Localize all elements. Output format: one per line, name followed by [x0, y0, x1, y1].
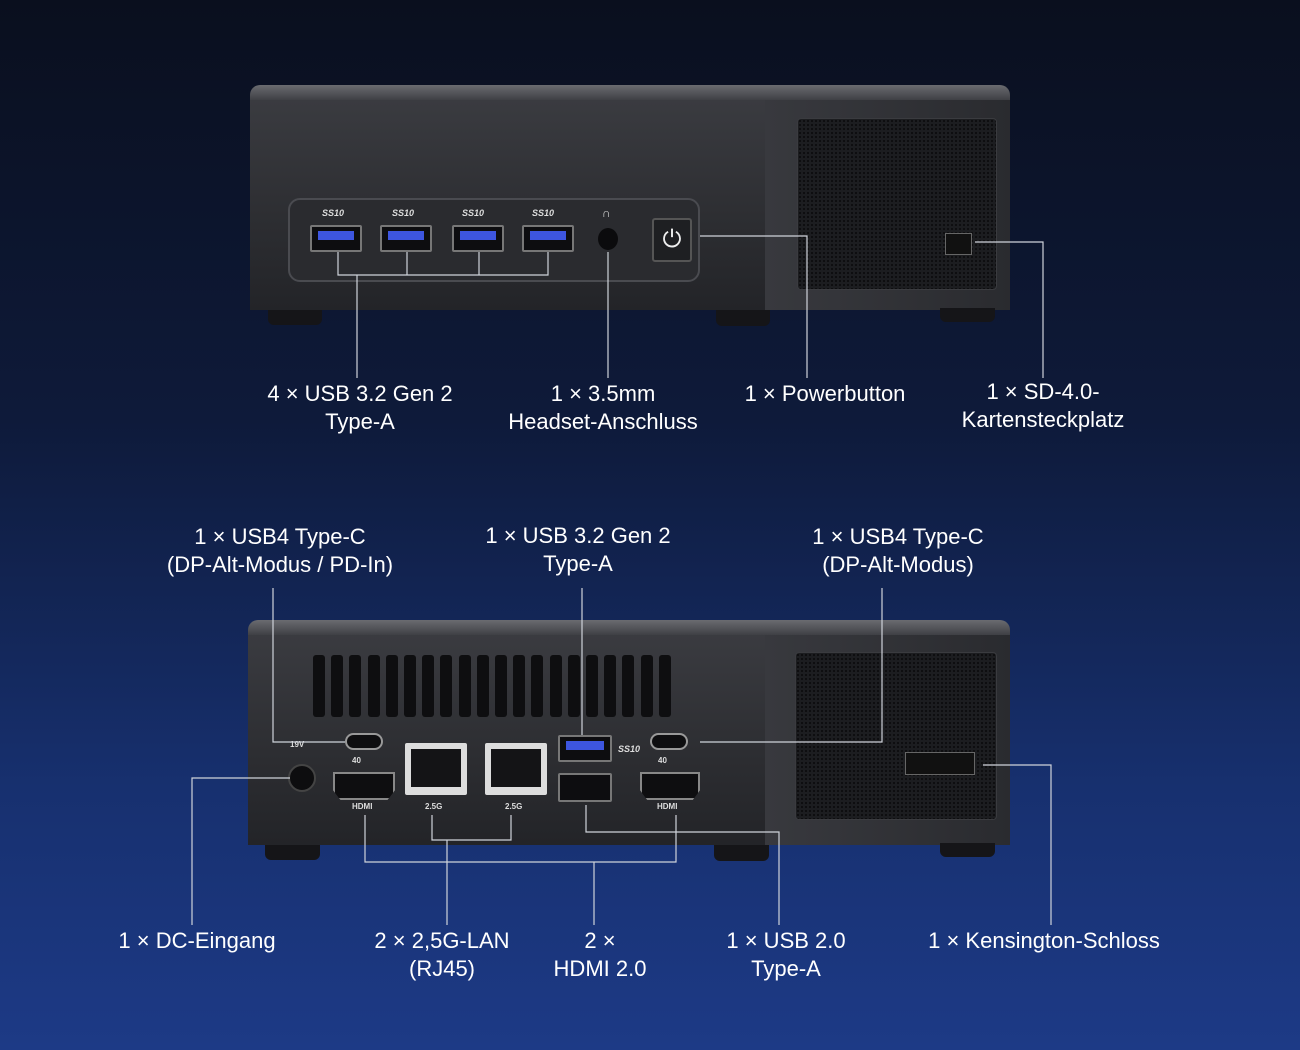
label-hdmi: 2 ×HDMI 2.0	[553, 928, 647, 981]
vent-slot	[549, 655, 562, 717]
power-icon: ⏻	[662, 226, 682, 253]
callout-lan	[431, 815, 512, 925]
foot	[716, 310, 770, 326]
hdmi-port	[640, 772, 700, 800]
vent-slot	[495, 655, 507, 717]
label-powerbutton: 1 × Powerbutton	[744, 381, 906, 406]
vent-slot	[385, 655, 398, 717]
callout-kensington	[983, 764, 1052, 925]
device-top-edge	[250, 85, 1010, 101]
foot	[265, 845, 320, 860]
sd-card-slot	[945, 233, 972, 255]
callout-dc	[191, 777, 290, 925]
ventilation-grill	[795, 652, 997, 820]
lan-speed-mark: 2.5G	[505, 802, 523, 811]
usb-a-port	[310, 225, 362, 252]
vent-slot	[531, 655, 544, 717]
foot	[940, 843, 995, 857]
label-usb4-right: 1 × USB4 Type-C(DP-Alt-Modus)	[812, 524, 984, 577]
lan-port	[485, 743, 547, 795]
vent-slot	[640, 655, 653, 717]
vent-slot	[440, 655, 453, 717]
power-button[interactable]: ⏻	[652, 218, 692, 262]
vent-slot	[349, 655, 362, 717]
vent-slot	[604, 655, 617, 717]
vent-slot	[567, 655, 580, 717]
kensington-lock-slot	[905, 752, 975, 775]
callout-usb	[337, 252, 549, 378]
vent-slot	[586, 655, 598, 717]
headset-icon: ∩	[602, 206, 611, 220]
ventilation-grill	[797, 118, 997, 290]
dc-voltage-mark: 19V	[290, 740, 305, 749]
hdmi-mark: HDMI	[657, 802, 678, 811]
usb-3-port	[558, 735, 612, 762]
usb-speed-mark: SS10	[322, 208, 345, 218]
audio-jack	[598, 228, 618, 250]
vent-slot	[404, 655, 416, 717]
label-kensington: 1 × Kensington-Schloss	[928, 928, 1160, 953]
usb-a-port	[452, 225, 504, 252]
callout-usb4-right	[700, 588, 883, 743]
vent-slot	[331, 655, 344, 717]
usb-a-port	[522, 225, 574, 252]
foot	[268, 310, 322, 325]
usb-c-port	[345, 733, 383, 750]
callout-hdmi	[364, 815, 677, 925]
vent-slot	[622, 655, 635, 717]
foot	[940, 308, 995, 322]
foot	[714, 845, 769, 861]
callout-usb4-left	[272, 588, 345, 743]
usb-a-port	[380, 225, 432, 252]
lan-port	[405, 743, 467, 795]
label-dc: 1 × DC-Eingang	[118, 928, 276, 953]
vent-slot	[313, 655, 325, 717]
vent-slot	[658, 655, 671, 717]
hdmi-port	[333, 772, 395, 800]
usb4-mark: 40	[658, 756, 667, 765]
vent-slot	[367, 655, 380, 717]
vent-slot	[458, 655, 471, 717]
hdmi-mark: HDMI	[352, 802, 373, 811]
label-lan: 2 × 2,5G-LAN(RJ45)	[374, 928, 510, 981]
lan-speed-mark: 2.5G	[425, 802, 443, 811]
vent-slot	[476, 655, 489, 717]
usb-speed-mark: SS10	[618, 744, 641, 754]
usb-c-port	[650, 733, 688, 750]
usb-2-port	[558, 773, 612, 802]
usb-speed-mark: SS10	[532, 208, 555, 218]
usb-speed-mark: SS10	[392, 208, 415, 218]
callout-usb2	[585, 805, 780, 925]
callout-sd	[975, 241, 1044, 378]
callout-power	[700, 235, 808, 378]
usb-speed-mark: SS10	[462, 208, 485, 218]
vent-slot	[513, 655, 526, 717]
usb4-mark: 40	[352, 756, 361, 765]
device-top-edge	[248, 620, 1010, 636]
label-sd-slot: 1 × SD-4.0-Kartensteckplatz	[961, 379, 1125, 432]
vent-slot	[422, 655, 435, 717]
label-usb4-left: 1 × USB4 Type-C(DP-Alt-Modus / PD-In)	[166, 524, 394, 577]
